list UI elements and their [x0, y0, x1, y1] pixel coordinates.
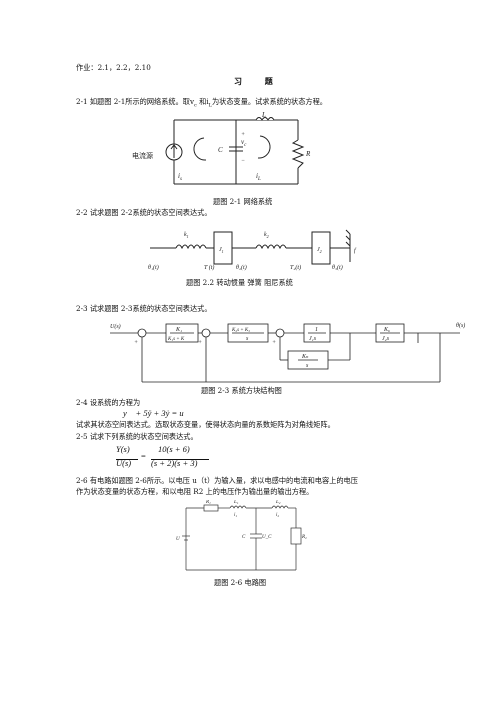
f-label: f — [354, 247, 357, 254]
problem-2-4-equation: y⃛ + 5ÿ + 3ẏ = u — [123, 408, 184, 418]
j2-label: J2 — [317, 247, 322, 254]
kn-den: s — [306, 363, 309, 369]
i1-label: i₁ — [234, 513, 237, 518]
kb-num: K₆ — [383, 327, 390, 333]
inertia-num: 1 — [315, 327, 318, 333]
tf-right-den: (s + 2)(s + 3) — [151, 458, 198, 468]
k1-label: k1 — [184, 232, 189, 239]
block-diagram-2-3: U(s) θ(s) K₁ K₁s + K K₂s + K₃ s 1 J₁s K₆… — [110, 322, 465, 383]
kb-den: J₂s — [382, 336, 390, 342]
capacitor-label: C — [218, 146, 223, 154]
kn-num: Kₙ — [301, 354, 309, 360]
i2-label: i₂ — [276, 513, 279, 518]
theta1-label: θ₁(t) — [148, 264, 159, 271]
k1-den: K₁s + K — [167, 337, 185, 342]
vc-minus: − — [241, 158, 245, 164]
problem-2-5-text: 2-5 试求下列系统的状态空间表达式。 — [76, 432, 198, 441]
resistor-label: R — [305, 150, 311, 158]
kp-den: s — [246, 336, 249, 342]
figure-2-6-caption: 题图 2-6 电路图 — [214, 578, 267, 587]
sum1-plus: + — [134, 340, 138, 346]
problem-2-3-text: 2-3 试求题图 2-3系统的状态空间表达式。 — [76, 304, 212, 313]
u-label: U — [176, 537, 180, 542]
tf-equals: = — [141, 451, 146, 461]
transfer-function: Y(s) U(s) = 10(s + 6) (s + 2)(s + 3) — [116, 444, 226, 470]
t-label: T (t) — [204, 264, 214, 271]
sum2-plus: + — [198, 340, 202, 346]
l2-label: L₂ — [275, 500, 281, 505]
problem-2-6-text: 2-6 有电路如题图 2-6所示。以电压 u（t）为输入量，求以电感中的电流和电… — [76, 476, 358, 485]
r1-label: R₁ — [205, 500, 211, 505]
output-theta-label: θ(s) — [456, 322, 465, 329]
problem-2-4-text: 2-4 设系统的方程为 — [76, 398, 141, 407]
kp-num: K₂s + K₃ — [231, 328, 250, 333]
problem-2-4-text2: 试求其状态空间表达式。选取状态变量，使得状态向量的系数矩阵为对角线矩阵。 — [76, 420, 335, 429]
r2-label: R₂ — [301, 535, 307, 540]
c-label: C — [242, 535, 246, 540]
problem-2-6-text2: 作为状态变量的状态方程，和以电阻 R2 上的电压作为输出量的输出方程。 — [76, 487, 314, 496]
j1-label: J1 — [219, 247, 224, 254]
k2-label: k2 — [264, 232, 269, 239]
theta2-label: θ₂(t) — [236, 264, 247, 271]
tf-left-num: Y(s) — [116, 444, 130, 454]
circuit-figure-2-1: 电流源 is C vc + − L R iL — [132, 112, 311, 185]
tf-right-num: 10(s + 6) — [158, 444, 190, 454]
tf-left-den: U(s) — [116, 458, 132, 468]
sum3-plus: + — [272, 340, 276, 346]
current-source-label: 电流源 — [132, 151, 153, 160]
il-label: iL — [256, 172, 261, 182]
figure-2-3-caption: 题图 2-3 系统方块结构图 — [201, 386, 282, 395]
figure-2-1-caption: 题图 2-1 网络系统 — [213, 197, 273, 206]
problem-2-2-text: 2-2 试求题图 2-2系统的状态空间表达式。 — [76, 208, 212, 217]
figure-2-2-caption: 题图 2.2 转动惯量 弹簧 阻尼系统 — [186, 278, 293, 287]
problem-2-1-text: 2-1 如题图 2-1所示的网络系统。取vc 和iL为状态变量。试求系统的状态方… — [76, 97, 327, 109]
theta3-label: θ₃(t) — [332, 264, 343, 271]
inductor-label: L — [261, 112, 266, 119]
input-u-label: U(s) — [110, 323, 121, 330]
page-title: 习 题 — [234, 76, 283, 86]
l1-label: L₁ — [233, 500, 239, 505]
vc-label: vc — [241, 138, 247, 148]
uc-label: U_C — [262, 535, 272, 540]
is-label: is — [178, 172, 182, 182]
inertia-den: J₁s — [309, 336, 317, 342]
t2-label: T₂(t) — [290, 264, 301, 271]
vc-plus: + — [241, 132, 245, 138]
homework-list: 作业：2.1，2.2，2.10 — [76, 63, 151, 72]
k1-num: K₁ — [175, 327, 182, 333]
circuit-figure-2-6: R₁ L₁ L₂ i₁ i₂ U C U_C R₂ — [176, 500, 307, 571]
mechanical-figure-2-2: k1 J1 k2 J2 f θ₁(t) T (t) θ₂(t) T₂(t) θ₃… — [148, 229, 357, 271]
